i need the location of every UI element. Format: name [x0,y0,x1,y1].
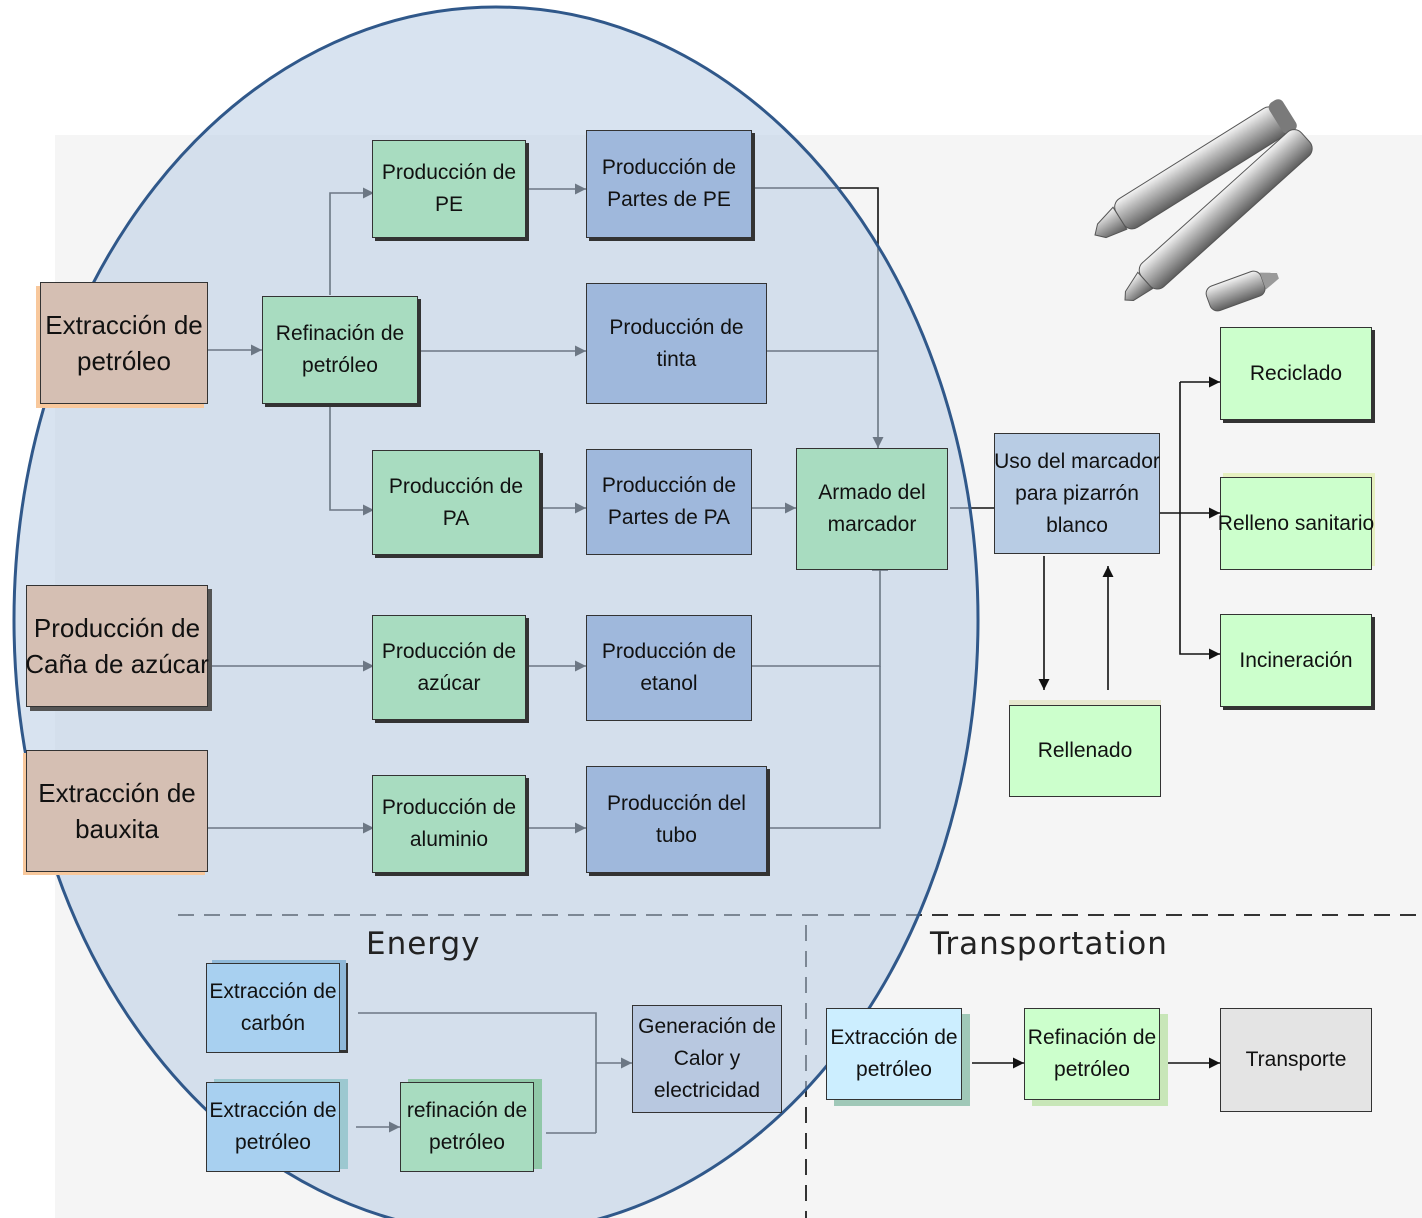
node-transp-transporte[interactable]: Transporte [1220,1008,1372,1112]
section-title-transportation: Transportation [930,926,1168,962]
node-rellenado[interactable]: Rellenado [1009,705,1161,797]
markers-illustration [1094,99,1313,312]
node-reciclado[interactable]: Reciclado [1220,327,1372,420]
section-title-energy: Energy [366,926,481,962]
node-incineracion[interactable]: Incineración [1220,614,1372,707]
arrow-reciclado [1179,382,1220,660]
node-relleno-sanitario[interactable]: Relleno sanitario [1218,477,1374,570]
